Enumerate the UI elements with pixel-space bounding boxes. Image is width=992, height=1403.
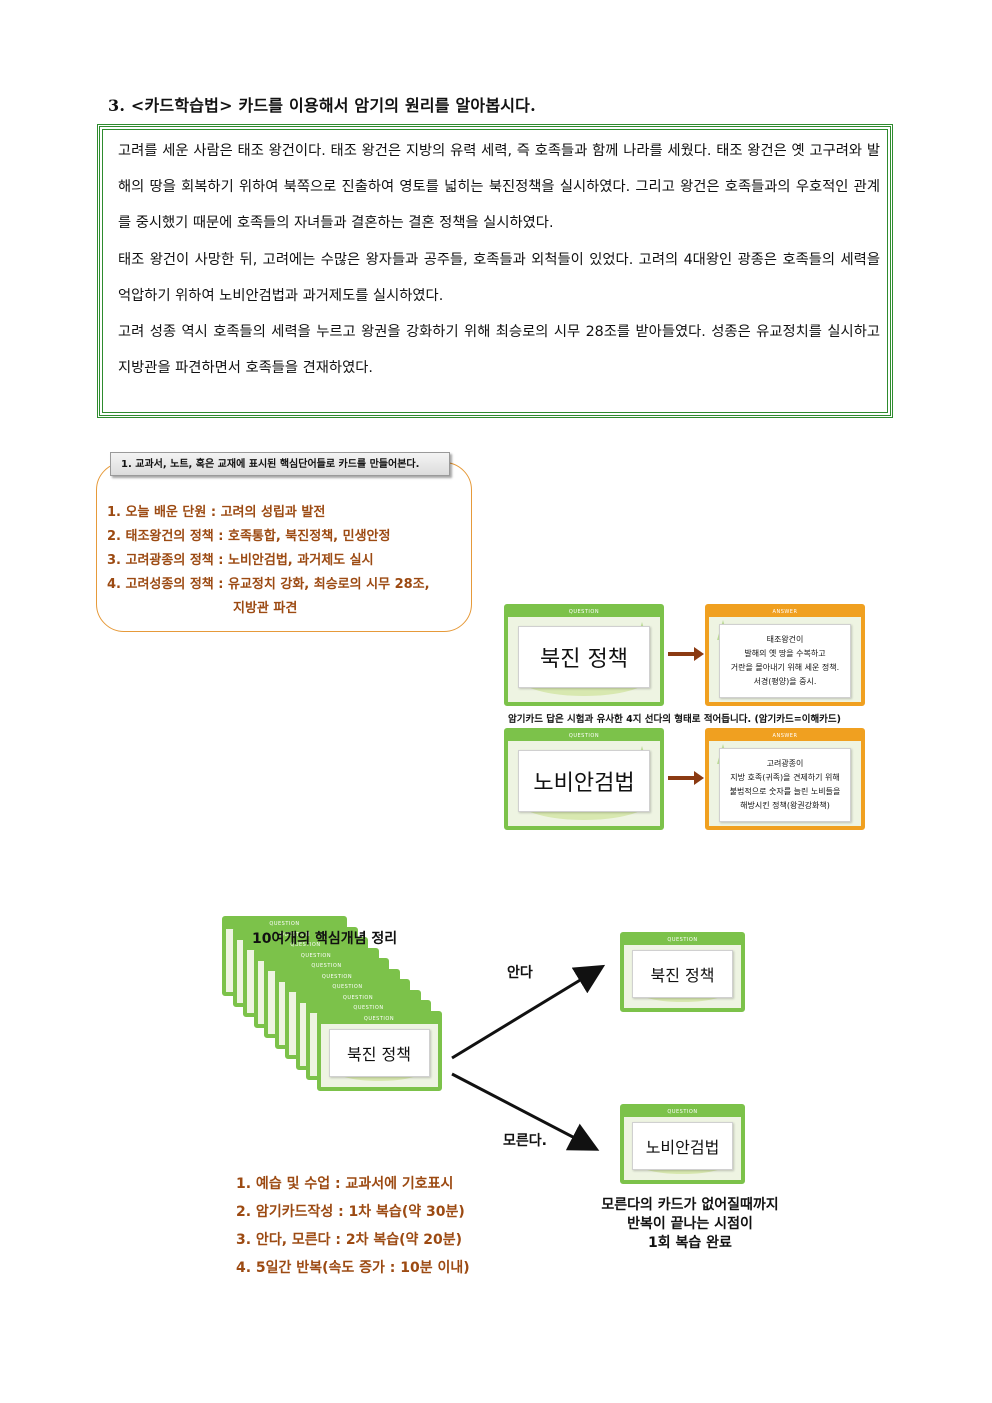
card-band: QUESTION bbox=[299, 993, 417, 1003]
card-band: QUESTION bbox=[508, 732, 660, 741]
card-band: QUESTION bbox=[289, 983, 406, 992]
summary-item-continuation: 지방관 파견 bbox=[233, 601, 298, 616]
summary-item-text: 4. 고려성종의 정책 : 유교정치 강화, 최승로의 시무 28조, bbox=[107, 577, 430, 592]
passage-paragraph: 고려 성종 역시 호족들의 세력을 누르고 왕권을 강화하기 위해 최승로의 시… bbox=[118, 324, 880, 377]
arrow-right-icon bbox=[668, 647, 704, 661]
card-band: QUESTION bbox=[624, 1108, 741, 1117]
arrow-know-icon bbox=[451, 964, 606, 1060]
card-band: QUESTION bbox=[508, 608, 660, 617]
question-card: QUESTION 노비안검법 bbox=[504, 728, 664, 830]
review-step: 4. 5일간 반복(속도 증가 : 10분 이내) bbox=[236, 1260, 470, 1276]
card-band: QUESTION bbox=[247, 941, 364, 950]
card-band: QUESTION bbox=[624, 936, 741, 945]
summary-item: 2. 태조왕건의 정책 : 호족통합, 북진정책, 민생안정 bbox=[107, 529, 391, 544]
arrow-right-icon bbox=[668, 771, 704, 785]
stack-front-card: QUESTION 북진 정책 bbox=[316, 1010, 442, 1091]
section-heading: 3. <카드학습법> 카드를 이용해서 암기의 원리를 알아봅시다. bbox=[108, 96, 536, 115]
card-band: QUESTION bbox=[236, 930, 354, 940]
card-answer: 태조왕건이 발해의 옛 땅을 수복하고 거란을 몰아내기 위해 세운 정책. 서… bbox=[719, 624, 851, 698]
summary-item: 3. 고려광종의 정책 : 노비안검법, 과거제도 실시 bbox=[107, 553, 374, 568]
card-band: ANSWER bbox=[709, 732, 861, 741]
card-term: 북진 정책 bbox=[328, 1028, 430, 1077]
summary-item: 1. 오늘 배운 단원 : 고려의 성립과 발전 bbox=[107, 505, 326, 520]
card-band: QUESTION bbox=[226, 920, 343, 929]
review-steps: 1. 예습 및 수업 : 교과서에 기호표시 2. 암기카드작성 : 1차 복습… bbox=[236, 1170, 470, 1282]
completion-note: 모른다의 카드가 없어질때까지 반복이 끝나는 시점이 1회 복습 완료 bbox=[601, 1197, 779, 1251]
passage-paragraph: 태조 왕건이 사망한 뒤, 고려에는 수많은 왕자들과 공주들, 호족들과 외척… bbox=[118, 251, 880, 304]
card-note: 암기카드 답은 시험과 유사한 4지 선다의 형태로 적어듭니다. (암기카드=… bbox=[508, 714, 842, 725]
summary-tab-label: 1. 교과서, 노트, 혹은 교재에 표시된 핵심단어들로 카드를 만들어본다. bbox=[110, 452, 450, 476]
question-card: QUESTION 북진 정책 bbox=[504, 604, 664, 706]
review-step: 1. 예습 및 수업 : 교과서에 기호표시 bbox=[236, 1176, 454, 1192]
card-term: 북진 정책 bbox=[518, 626, 650, 688]
card-band: QUESTION bbox=[320, 1014, 438, 1024]
card-band: QUESTION bbox=[257, 951, 375, 961]
card-band: QUESTION bbox=[268, 962, 385, 971]
summary-item: 4. 고려성종의 정책 : 유교정치 강화, 최승로의 시무 28조, 지방관 … bbox=[107, 573, 430, 621]
card-term: 노비안검법 bbox=[518, 750, 650, 812]
review-step: 3. 안다, 모른다 : 2차 복습(약 20분) bbox=[236, 1232, 463, 1248]
unknown-card: QUESTION 노비안검법 bbox=[620, 1104, 745, 1184]
summary-box: 1. 오늘 배운 단원 : 고려의 성립과 발전 2. 태조왕건의 정책 : 호… bbox=[96, 462, 472, 632]
known-card: QUESTION 북진 정책 bbox=[620, 932, 745, 1012]
answer-card: ANSWER 고려광종이 지방 호족(귀족)을 견제하기 위해 불법적으로 숫자… bbox=[705, 728, 865, 830]
passage-paragraph: 고려를 세운 사람은 태조 왕건이다. 태조 왕건은 지방의 유력 세력, 즉 … bbox=[118, 143, 880, 232]
card-band: ANSWER bbox=[709, 608, 861, 617]
arrow-dontknow-icon bbox=[451, 1072, 600, 1151]
card-term: 노비안검법 bbox=[632, 1122, 733, 1170]
know-label: 안다 bbox=[507, 965, 533, 981]
review-step: 2. 암기카드작성 : 1차 복습(약 30분) bbox=[236, 1204, 465, 1220]
answer-card: ANSWER 태조왕건이 발해의 옛 땅을 수복하고 거란을 몰아내기 위해 세… bbox=[705, 604, 865, 706]
card-band: QUESTION bbox=[278, 972, 396, 982]
reading-passage-box: 고려를 세운 사람은 태조 왕건이다. 태조 왕건은 지방의 유력 세력, 즉 … bbox=[97, 124, 893, 418]
card-band: QUESTION bbox=[310, 1004, 427, 1013]
card-term: 북진 정책 bbox=[632, 950, 733, 998]
stack-title: 10여개의 핵심개념 정리 bbox=[252, 931, 398, 947]
dontknow-label: 모른다. bbox=[503, 1133, 547, 1149]
card-answer: 고려광종이 지방 호족(귀족)을 견제하기 위해 불법적으로 숫자를 늘린 노비… bbox=[719, 748, 851, 822]
